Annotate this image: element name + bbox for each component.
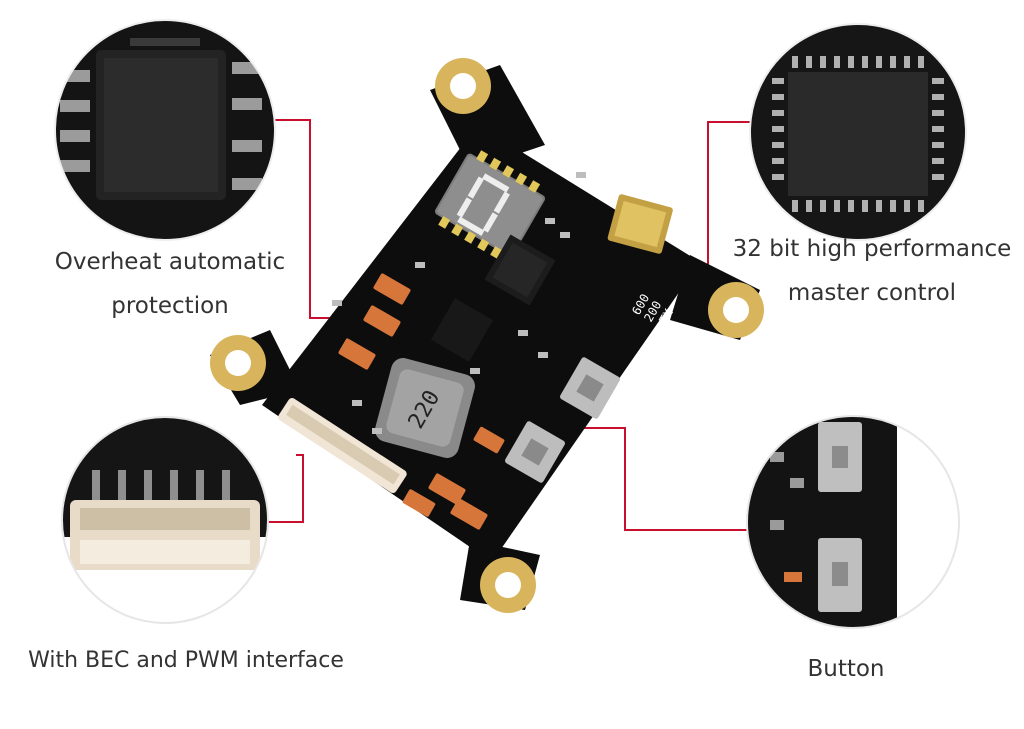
mounting-pad: [435, 58, 491, 114]
mounting-pad: [480, 557, 536, 613]
smd-parts: [332, 172, 586, 434]
mounting-pad: [708, 282, 764, 338]
detail-connector: [61, 416, 269, 624]
power-ic: [430, 298, 494, 362]
caption-overheat-line2: protection: [111, 292, 229, 319]
caption-mcu-line1: 32 bit high performance: [732, 236, 1012, 262]
detail-button: [746, 415, 960, 629]
caption-overheat-protection: Overheat automatic protection: [20, 241, 320, 328]
pcb-board: 220 600 200 TX: [210, 58, 764, 613]
detail-mcu-chip: [749, 23, 967, 241]
button-component: [505, 421, 565, 483]
seven-segment-display: [434, 150, 546, 259]
caption-mcu-line2: master control: [787, 279, 957, 306]
caption-overheat-line1: Overheat automatic: [54, 249, 286, 275]
pwm-connector: [278, 398, 407, 493]
capacitors: [338, 273, 505, 530]
callout-line-bec: [262, 454, 304, 523]
caption-button: Button: [807, 656, 885, 682]
mounting-pad: [210, 335, 266, 391]
mcu-chip: [484, 234, 556, 306]
inductor: 220: [375, 358, 475, 458]
callout-line-button: [568, 427, 748, 531]
caption-bec-pwm: With BEC and PWM interface: [28, 648, 344, 673]
caption-master-control: 32 bit high performance master control: [722, 228, 1022, 315]
antenna-pad: [607, 194, 673, 254]
detail-overheat-chip: [54, 19, 276, 241]
button-component: [560, 357, 620, 419]
qfn-chip: [788, 72, 928, 196]
silkscreen-tx: TX: [656, 306, 676, 326]
